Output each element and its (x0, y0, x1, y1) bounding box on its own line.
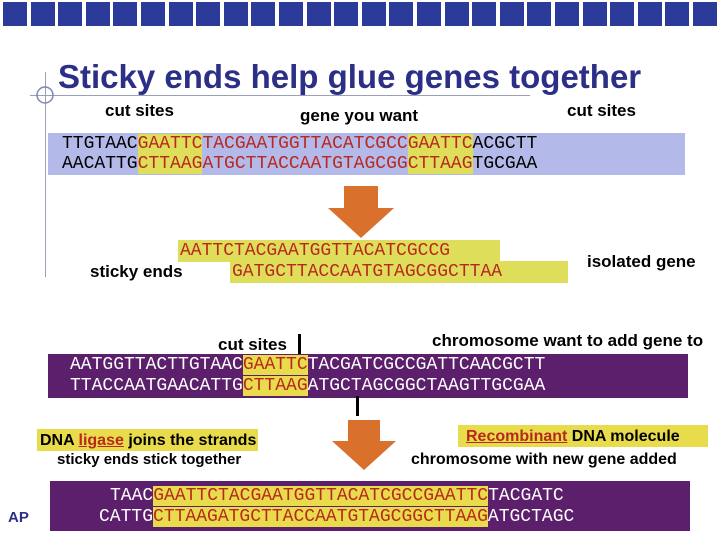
recombinant-bottom-strand: CATTGCTTAAGATGCTTACCAATGTAGCGGCTTAAGATGC… (99, 507, 574, 527)
seg-cut: G (407, 134, 419, 154)
header-square (58, 2, 83, 26)
header-square (251, 2, 276, 26)
chromosome-top-strand: AATGGTTACTTGTAACGAATTCTACGATCGCCGATTCAAC… (70, 355, 545, 375)
header-square (30, 2, 55, 26)
header-square (334, 2, 359, 26)
caption-text: DNA molecule (567, 428, 680, 445)
header-square (141, 2, 165, 26)
seg: TTACCAATGAACATTG (70, 376, 243, 396)
seg-sticky: AATTC (148, 134, 203, 154)
header-square (582, 2, 607, 26)
seg: TACGATC (488, 486, 564, 506)
caption-text: joins the strands (123, 432, 257, 449)
ligase-caption-band (37, 429, 258, 451)
header-square (306, 2, 331, 26)
seg-cut: G (191, 154, 203, 174)
seg-sticky: CTTAA (423, 507, 478, 527)
seg: ACGCTT (472, 134, 538, 154)
header-square (361, 2, 386, 26)
seg-gene: AATTCTACGAATGGTTACATCGCC (164, 486, 424, 506)
recombinant-term: Recombinant (466, 428, 568, 445)
header-square (555, 2, 579, 26)
header-square (610, 2, 635, 26)
chromosome-bottom-strand: TTACCAATGAACATTGCTTAAGATGCTAGCGGCTAAGTTG… (70, 376, 545, 396)
cut-sites-left-label: cut sites (105, 101, 174, 120)
ligase-term: ligase (78, 432, 124, 449)
header-square (444, 2, 469, 26)
cut-marker (356, 396, 359, 416)
seg: AATGGTTACTTGTAAC (70, 355, 243, 375)
seg: TAAC (110, 486, 154, 506)
cut-marker (298, 334, 301, 356)
seg: CATTG (99, 507, 154, 527)
footer-ap-label: AP (8, 509, 29, 526)
seg-gene: GATGCTTACCAATGTAGCGG (207, 507, 424, 527)
vertical-guide-line (45, 72, 46, 277)
recombinant-caption: Recombinant DNA molecule (466, 428, 680, 446)
seg-cut: G (477, 507, 488, 527)
seg: ATGCTAGC (487, 507, 575, 527)
cut-sites-right-label: cut sites (567, 101, 636, 120)
header-square (113, 2, 138, 26)
seg-cut: G (242, 355, 254, 375)
header-square (168, 2, 193, 26)
ligase-caption: DNA ligase joins the strands (40, 432, 256, 450)
seg-cut: G (153, 486, 165, 506)
down-arrow-icon (328, 186, 394, 238)
chromosome-new-label: chromosome with new gene added (411, 451, 677, 468)
seg-sticky: AATTC (434, 486, 489, 506)
horizontal-guide-line (30, 95, 530, 96)
gene-top-band (178, 240, 500, 262)
sticky-ends-label: sticky ends (90, 262, 183, 281)
seg: ATGCTAGCGGCTAAGTTGCGAA (307, 376, 546, 396)
header-square (527, 2, 552, 26)
chromosome-target-label: chromosome want to add gene to (432, 331, 704, 350)
sticky-stick-label: sticky ends stick together (57, 451, 242, 468)
recombinant-top-strand: TAACGAATTCTACGAATGGTTACATCGCCGAATTCTACGA… (110, 486, 564, 506)
header-square (389, 2, 414, 26)
dna-source-top-strand: TTGTAACGAATTCTACGAATGGTTACATCGCCGAATTCAC… (62, 134, 537, 154)
seg-sticky: AATTC (418, 134, 473, 154)
seg: TGCGAA (472, 154, 538, 174)
header-square (85, 2, 110, 26)
seg: TACGATCGCCGATTCAACGCTT (307, 355, 546, 375)
recombinant-caption-band (458, 425, 708, 447)
seg: AACATTG (62, 154, 138, 174)
seg-cut: G (423, 486, 435, 506)
isolated-gene-top-strand: AATTCTACGAATGGTTACATCGCCG (180, 241, 451, 261)
gene-you-want-label: gene you want (300, 106, 419, 125)
down-arrow-icon (332, 420, 396, 470)
gene-bottom-band (230, 261, 568, 283)
dna-band-chromosome (48, 354, 688, 398)
header-square (499, 2, 524, 26)
seg-gene: TACGAATGGTTACATCGCC (202, 134, 408, 154)
seg: TTGTAAC (62, 134, 138, 154)
header-square (417, 2, 441, 26)
seg-sticky: CTTAA (153, 507, 208, 527)
slide-title: Sticky ends help glue genes together (58, 58, 642, 95)
seg-sticky: AATTC (253, 355, 308, 375)
caption-text: DNA (40, 432, 79, 449)
isolated-gene-label: isolated gene (587, 252, 696, 271)
seg-sticky: CTTAA (137, 154, 192, 174)
seg-sticky: CTTAA (242, 376, 297, 396)
seg-cut: G (137, 134, 149, 154)
isolated-gene-bottom-strand: GATGCTTACCAATGTAGCGGCTTAA (232, 262, 503, 282)
dna-source-bottom-strand: AACATTGCTTAAGATGCTTACCAATGTAGCGGCTTAAGTG… (62, 154, 537, 174)
header-square (637, 2, 662, 26)
header-bar (0, 0, 720, 32)
cut-sites-mid-label: cut sites (218, 335, 287, 354)
header-square (196, 2, 221, 26)
header-square (472, 2, 497, 26)
seg-gene: ATGCTTACCAATGTAGCGG (202, 154, 408, 174)
header-square (3, 2, 27, 26)
seg-sticky: CTTAA (407, 154, 462, 174)
header-square (665, 2, 690, 26)
header-square (693, 2, 717, 26)
header-square (279, 2, 303, 26)
seg-cut: G (296, 376, 308, 396)
seg-cut: G (461, 154, 473, 174)
crosshair-icon (36, 86, 54, 104)
header-square (223, 2, 248, 26)
